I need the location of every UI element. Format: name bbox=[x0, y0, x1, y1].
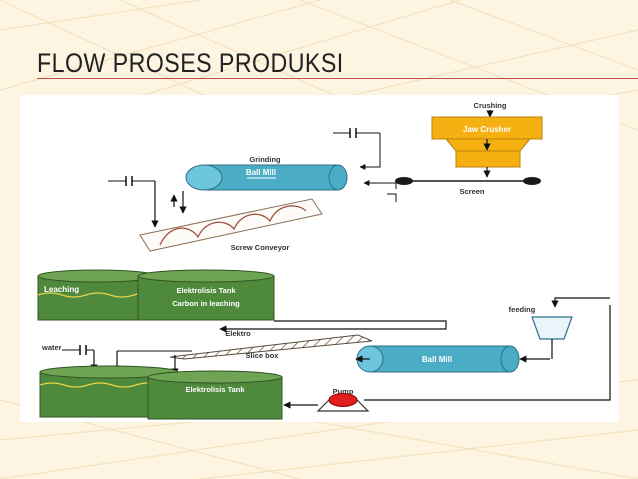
ball-mill-top-label: Ball Mill bbox=[246, 168, 276, 177]
elektrolisis-tank-top-label: Elektrolisis Tank bbox=[176, 286, 236, 295]
pump-label: Pump bbox=[333, 387, 354, 396]
ball-mill-bottom-label: Ball Mill bbox=[422, 355, 452, 364]
water-label: water bbox=[41, 343, 62, 352]
crushing-label: Crushing bbox=[474, 101, 507, 110]
jaw-crusher-label: Jaw Crusher bbox=[463, 125, 511, 134]
jaw-crusher bbox=[431, 116, 543, 168]
elektrolisis-tank-top bbox=[137, 269, 275, 321]
leaching-label: Leaching bbox=[44, 285, 79, 294]
water-valve-top bbox=[333, 128, 381, 170]
slide-title: FLOW PROSES PRODUKSI bbox=[37, 48, 344, 78]
ball-mill-bottom bbox=[356, 345, 520, 373]
screen-label: Screen bbox=[459, 187, 484, 196]
feeding-hopper bbox=[531, 316, 573, 340]
carbon-in-leaching-label: Carbon in leaching bbox=[172, 299, 240, 308]
slice-box bbox=[169, 334, 373, 360]
feeding-label: feeding bbox=[509, 305, 536, 314]
title-underline bbox=[37, 78, 638, 79]
process-flow-diagram: Crushing Jaw Crusher Screen Grinding Bal… bbox=[20, 95, 619, 422]
screen-conveyor bbox=[395, 177, 541, 185]
grinding-label: Grinding bbox=[249, 155, 281, 164]
elektrolisis-tank-bottom-label: Elektrolisis Tank bbox=[185, 385, 245, 394]
water-valve-mill bbox=[108, 176, 159, 228]
pump bbox=[316, 393, 370, 412]
elektro-label: Elektro bbox=[225, 329, 251, 338]
slice-box-label: Slice box bbox=[246, 351, 280, 360]
screw-conveyor bbox=[139, 198, 323, 252]
elektrolisis-tank-bottom bbox=[147, 370, 283, 420]
screw-conveyor-label: Screw Conveyor bbox=[231, 243, 290, 252]
leaching-tank bbox=[37, 269, 157, 321]
